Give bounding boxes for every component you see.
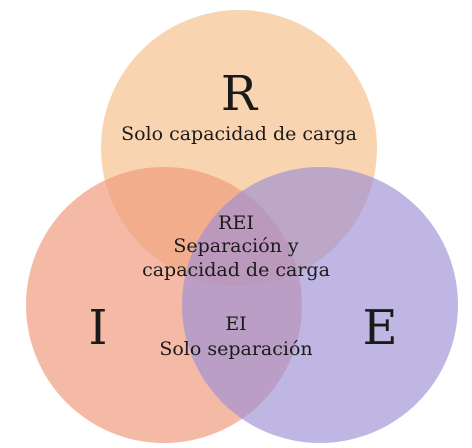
rei-code: REI <box>218 212 254 234</box>
rei-line2: capacidad de carga <box>142 259 330 281</box>
rei-line1: Separación y <box>173 235 299 257</box>
letter-r: R <box>221 66 259 122</box>
ei-code: EI <box>225 313 246 335</box>
ei-caption: Solo separación <box>159 338 312 360</box>
caption-r: Solo capacidad de carga <box>121 123 357 145</box>
letter-i: I <box>89 300 108 356</box>
circle-e <box>182 167 458 443</box>
letter-e: E <box>362 300 397 356</box>
